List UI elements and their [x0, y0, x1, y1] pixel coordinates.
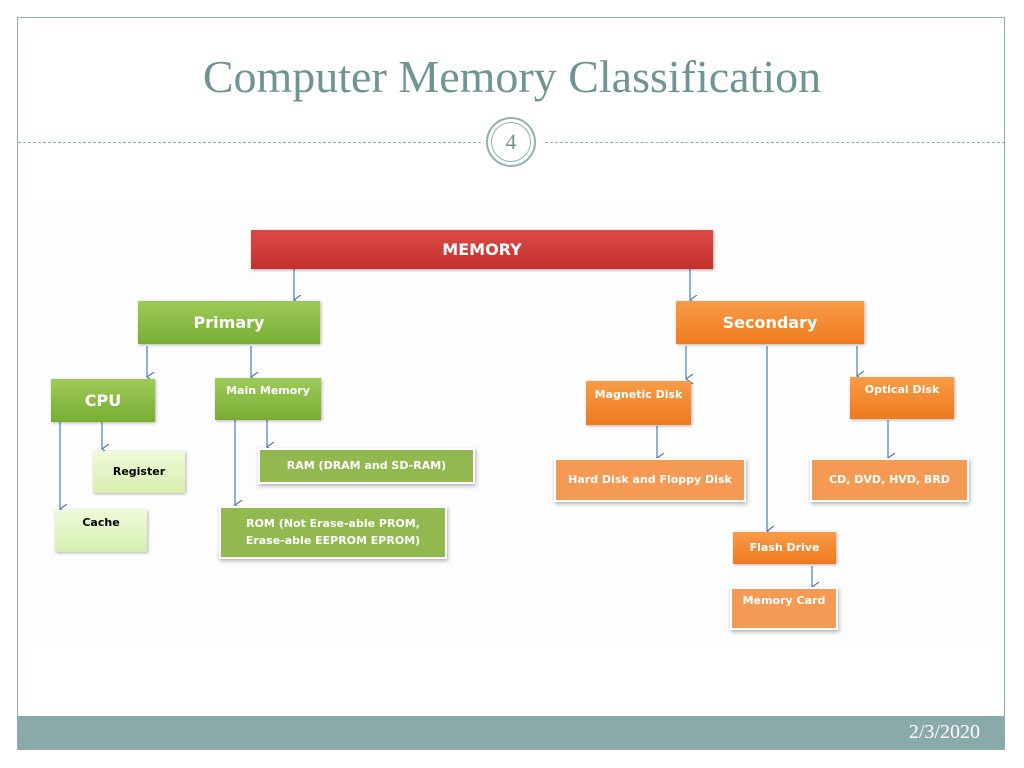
title-divider-right	[545, 142, 1005, 143]
slide-number-badge: 4	[486, 117, 536, 167]
hard-disk-node: Hard Disk and Floppy Disk	[554, 458, 746, 502]
primary-node: Primary	[138, 301, 320, 344]
memory-node: MEMORY	[251, 230, 713, 269]
diagram-canvas	[37, 205, 989, 645]
slide-number: 4	[491, 122, 531, 162]
title-divider-left	[18, 142, 481, 143]
ram-node: RAM (DRAM and SD-RAM)	[258, 448, 475, 484]
slide-frame	[17, 17, 1005, 750]
cd-dvd-node: CD, DVD, HVD, BRD	[810, 458, 969, 502]
memory-card-node: Memory Card	[730, 587, 838, 630]
slide-title: Computer Memory Classification	[202, 51, 822, 102]
register-node: Register	[93, 451, 185, 493]
magnetic-disk-node: Magnetic Disk	[586, 381, 691, 425]
secondary-node: Secondary	[676, 301, 864, 344]
rom-node: ROM (Not Erase-able PROM, Erase-able EEP…	[219, 506, 447, 559]
cpu-node: CPU	[51, 379, 155, 422]
main-memory-node: Main Memory	[215, 378, 321, 420]
slide-date: 2/3/2020	[908, 721, 980, 743]
optical-disk-node: Optical Disk	[850, 377, 954, 419]
footer-bar	[18, 716, 1004, 749]
flash-drive-node: Flash Drive	[733, 532, 836, 564]
cache-node: Cache	[55, 510, 147, 552]
